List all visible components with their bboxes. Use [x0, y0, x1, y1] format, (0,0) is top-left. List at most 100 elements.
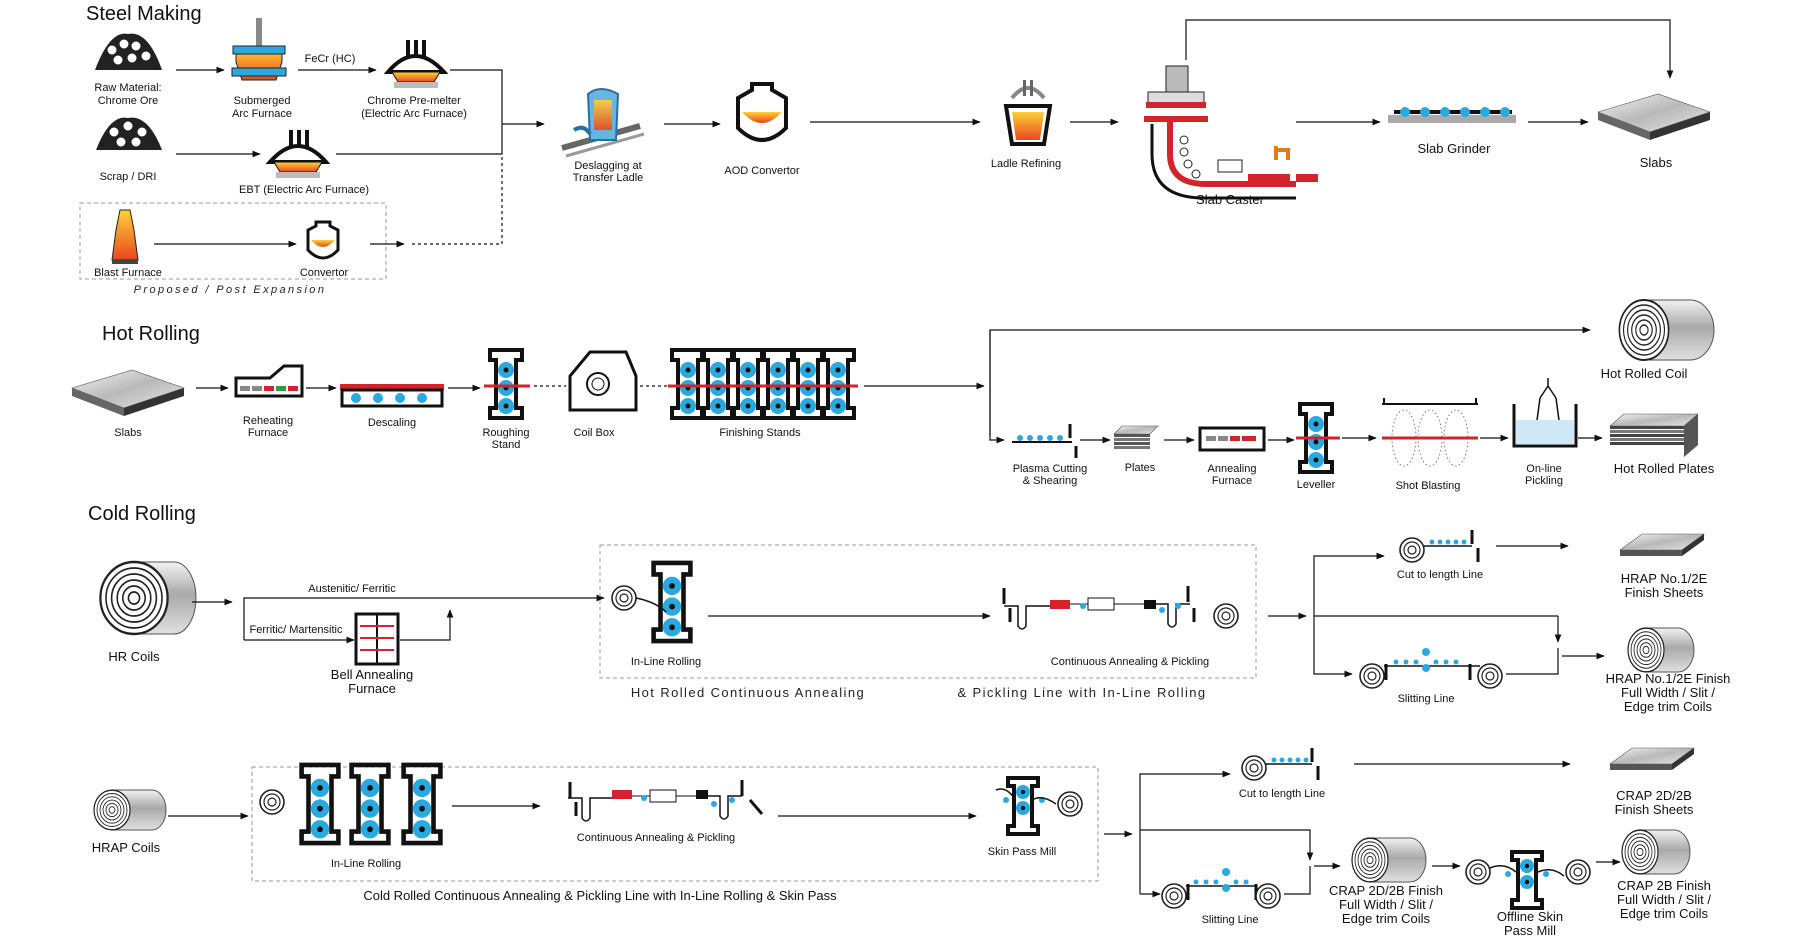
crap-line-box — [251, 766, 1099, 882]
ctl-line-1-icon — [1399, 530, 1480, 563]
plates-stack-icon — [1113, 425, 1159, 449]
label-descaling: Descaling — [368, 417, 416, 429]
scrap-pile-icon — [96, 117, 162, 150]
inline-input-coil-icon — [611, 585, 637, 611]
label-skin-pass: Skin Pass Mill — [988, 846, 1056, 858]
label-cr-inline-rolling: In-Line Rolling — [331, 858, 401, 870]
arrow-to-plasma — [989, 330, 1005, 444]
hot-rolled-plates-icon — [1609, 413, 1699, 457]
label-scrap: Scrap / DRI — [100, 171, 157, 183]
label-ctl-1: Cut to length Line — [1397, 569, 1483, 581]
label-electric-arc-furnace: (Electric Arc Furnace) — [361, 108, 467, 120]
label-leveller: Leveller — [1297, 479, 1336, 491]
label-shot-blasting: Shot Blasting — [1396, 480, 1461, 492]
label-blast-furnace: Blast Furnace — [94, 267, 162, 279]
label-cap-1: Continuous Annealing & Pickling — [1051, 656, 1209, 668]
slab-grinder-icon — [1388, 107, 1516, 123]
label-raw-material: Raw Material: — [94, 82, 161, 94]
label-hrap-coils-input: HRAP Coils — [92, 840, 161, 855]
finishing-stands-icon — [668, 348, 858, 420]
shot-blasting-icon — [1382, 398, 1478, 467]
label-transfer-ladle: Transfer Ladle — [573, 172, 644, 184]
label-crap-coils-2: Full Width / Slit / — [1339, 897, 1433, 912]
label-hrap-sheets-2: Finish Sheets — [1625, 585, 1704, 600]
section-title-steel-making: Steel Making — [86, 3, 202, 25]
blast-furnace-icon — [111, 209, 139, 264]
hrap-finish-coils-icon — [1627, 627, 1695, 673]
label-hot-rolled-plates: Hot Rolled Plates — [1614, 461, 1715, 476]
label-bell-annealing: Bell Annealing — [331, 667, 413, 682]
ore-pile-icon — [95, 33, 162, 70]
label-reheat-furnace: Furnace — [248, 427, 288, 439]
convertor-icon — [306, 220, 340, 260]
label-crap-coils-3: Edge trim Coils — [1342, 911, 1431, 926]
ebt-furnace-icon — [265, 130, 331, 178]
slabs-output-icon — [1597, 93, 1711, 141]
label-offline-skin: Offline Skin — [1497, 909, 1563, 924]
slabs-input-icon — [71, 369, 185, 417]
label-plasma: Plasma Cutting — [1013, 463, 1088, 475]
section-title-hot-rolling: Hot Rolling — [102, 323, 200, 345]
label-chrome-pre-melter: Chrome Pre-melter — [367, 95, 461, 107]
label-fecr: FeCr (HC) — [305, 53, 356, 65]
label-chrome-ore: Chrome Ore — [98, 95, 159, 107]
label-slitting-1: Slitting Line — [1398, 693, 1455, 705]
label-deslagging: Deslagging at — [574, 160, 641, 172]
label-convertor: Convertor — [300, 267, 349, 279]
hrap-line-box — [599, 544, 1257, 679]
label-pickling: Pickling — [1525, 475, 1563, 487]
label-annealing: Annealing — [1208, 463, 1257, 475]
annealing-furnace-icon — [1198, 426, 1266, 452]
arrow-austenitic-path — [243, 594, 605, 640]
arrow-direct-down-2 — [1140, 829, 1314, 861]
label-inline-rolling: In-Line Rolling — [631, 656, 701, 668]
descaling-icon — [340, 384, 444, 408]
label-hrap-line-part-a: Hot Rolled Continuous Annealing — [631, 685, 865, 700]
label-plates: Plates — [1125, 462, 1156, 474]
label-proposed-expansion: Proposed / Post Expansion — [134, 284, 327, 296]
label-hot-slabs: Slabs — [114, 427, 142, 439]
connector-slitting-2 — [1284, 866, 1311, 895]
slitting-line-2-icon — [1161, 868, 1281, 909]
label-crap-coils-1: CRAP 2D/2B Finish — [1329, 883, 1443, 898]
label-crap-sheets-1: CRAP 2D/2B — [1616, 788, 1692, 803]
hot-rolled-coil-icon — [1618, 299, 1715, 361]
connector-slitting-1 — [1506, 648, 1559, 675]
label-ferritic: Ferritic/ Martensitic — [250, 624, 343, 636]
cr-inline-rolling-stands-icon — [302, 765, 441, 843]
hr-coils-icon — [99, 560, 197, 636]
ctl-line-2-icon — [1241, 748, 1320, 781]
slab-caster-icon — [1144, 65, 1318, 200]
coil-box-icon — [568, 350, 638, 412]
transfer-ladle-icon — [561, 88, 645, 158]
label-roughing: Roughing — [482, 427, 529, 439]
arrow-to-ctl-1 — [1313, 552, 1385, 616]
roughing-stand-icon — [488, 348, 524, 420]
reheating-furnace-icon — [234, 364, 304, 398]
label-coil-box: Coil Box — [574, 427, 615, 439]
connector-proposed — [412, 156, 503, 245]
label-hrap-coils-2: Full Width / Slit / — [1621, 685, 1715, 700]
aod-convertor-icon — [736, 82, 788, 142]
cr-inline-coil-icon — [259, 789, 285, 815]
offline-skin-pass-mill-icon — [1465, 850, 1591, 910]
label-offline-pass-mill: Pass Mill — [1504, 923, 1556, 938]
slitting-line-1-icon — [1359, 648, 1503, 689]
label-ctl-2: Cut to length Line — [1239, 788, 1325, 800]
arrow-caster-to-slabs-top — [1185, 19, 1674, 79]
inline-rolling-stand-icon — [654, 563, 691, 641]
label-slab-grinder: Slab Grinder — [1418, 141, 1492, 156]
bell-annealing-furnace-icon — [354, 612, 400, 666]
skin-pass-mill-icon — [995, 776, 1083, 836]
label-reheating: Reheating — [243, 415, 293, 427]
label-hrap-sheets-1: HRAP No.1/2E — [1621, 571, 1708, 586]
crap-finish-coils-icon — [1351, 837, 1427, 883]
label-ebt: EBT (Electric Arc Furnace) — [239, 184, 369, 196]
label-anneal-furnace: Furnace — [1212, 475, 1252, 487]
connector-premelter — [336, 69, 503, 155]
label-arc-furnace: Arc Furnace — [232, 108, 292, 120]
label-hrap-coils-1: HRAP No.1/2E Finish — [1606, 671, 1731, 686]
ladle-refining-icon — [1003, 80, 1053, 146]
label-crap-2b-2: Full Width / Slit / — [1617, 892, 1711, 907]
